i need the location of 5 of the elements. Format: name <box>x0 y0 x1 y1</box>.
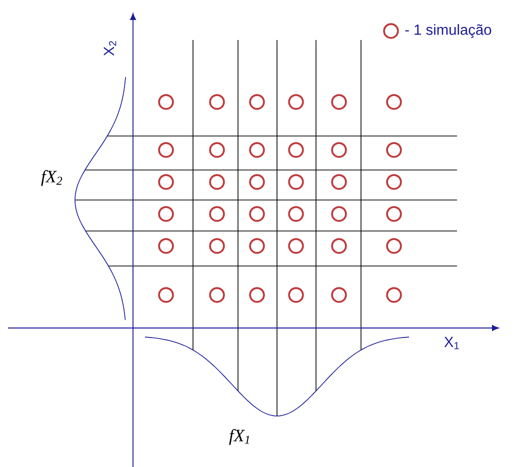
axis-label: X$_{1}$ <box>444 336 459 350</box>
curve-label: fX$_{1}$ <box>229 429 250 445</box>
curve-label: fX$_{2}$ <box>41 170 62 186</box>
axis-label: X$_{2}$ <box>104 41 116 56</box>
legend-text: - 1 simulação <box>405 24 492 38</box>
